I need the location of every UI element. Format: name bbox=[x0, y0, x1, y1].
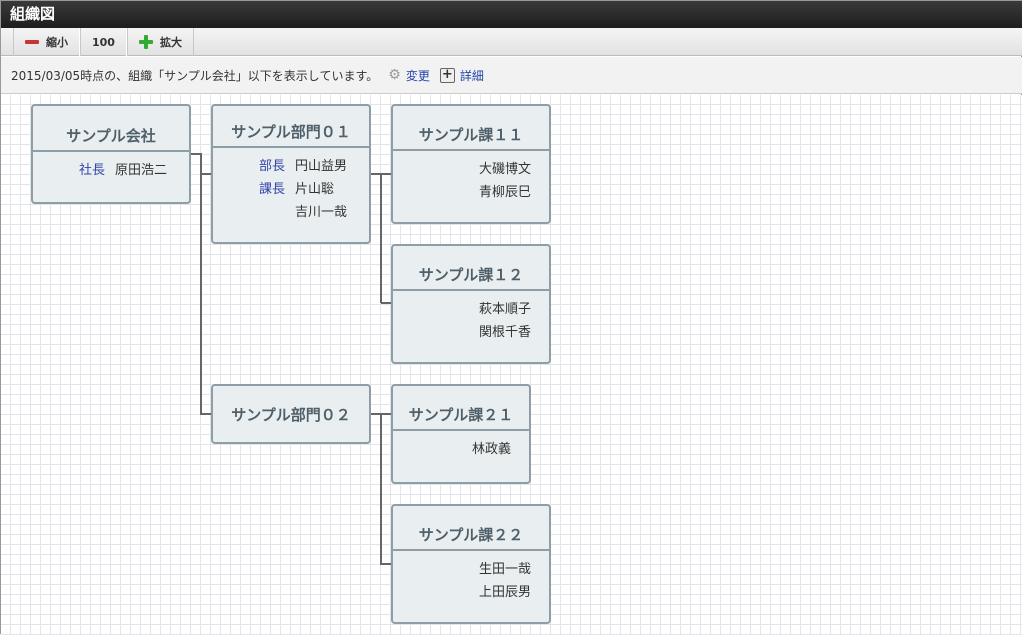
org-node-title: サンプル課２１ bbox=[393, 386, 529, 431]
org-node[interactable]: サンプル課１１ 大磯博文青柳辰巳 bbox=[391, 104, 551, 224]
connector-line bbox=[371, 173, 381, 175]
connector-line bbox=[371, 413, 381, 415]
member-row: 課長片山聡 bbox=[213, 178, 369, 201]
info-text: 2015/03/05時点の、組織「サンプル会社」以下を表示しています。 bbox=[11, 68, 379, 83]
zoom-in-label: 拡大 bbox=[159, 36, 182, 49]
member-name: 関根千香 bbox=[478, 325, 531, 340]
window-title: 組織図 bbox=[1, 1, 1022, 28]
member-row: 部長円山益男 bbox=[213, 155, 369, 178]
member-row: 大磯博文 bbox=[393, 158, 549, 181]
connector-line bbox=[381, 413, 391, 415]
connector-line bbox=[191, 153, 201, 155]
zoom-out-button[interactable]: 縮小 bbox=[13, 28, 80, 56]
connector-line bbox=[381, 563, 391, 565]
member-title: 部長 bbox=[258, 159, 285, 174]
connector-line bbox=[381, 302, 391, 304]
org-node[interactable]: サンプル会社社長原田浩二 bbox=[31, 104, 191, 204]
member-row: 萩本順子 bbox=[393, 298, 549, 321]
member-name: 円山益男 bbox=[295, 159, 348, 174]
detail-link[interactable]: 詳細 bbox=[459, 68, 484, 83]
info-bar: 2015/03/05時点の、組織「サンプル会社」以下を表示しています。 ⚙ 変更… bbox=[1, 57, 1022, 94]
zoom-level[interactable]: 100 bbox=[80, 28, 127, 56]
plus-icon bbox=[138, 35, 153, 49]
member-row: 上田辰男 bbox=[393, 581, 549, 604]
expand-icon[interactable]: + bbox=[439, 67, 455, 83]
toolbar: 縮小 100 拡大 bbox=[1, 28, 1022, 56]
org-node[interactable]: サンプル課２２ 生田一哉上田辰男 bbox=[391, 504, 551, 624]
zoom-in-button[interactable]: 拡大 bbox=[126, 28, 194, 56]
member-row: 生田一哉 bbox=[393, 558, 549, 581]
org-node[interactable]: サンプル課２１ 林政義 bbox=[391, 384, 531, 484]
member-name: 原田浩二 bbox=[115, 163, 168, 178]
org-node-title: サンプル部門０２ bbox=[231, 405, 351, 424]
org-node[interactable]: サンプル課１２ 萩本順子関根千香 bbox=[391, 244, 551, 364]
member-name: 生田一哉 bbox=[478, 562, 531, 577]
minus-icon bbox=[25, 40, 39, 44]
org-node-title: サンプル部門０１ bbox=[213, 106, 369, 148]
member-row: 吉川一哉 bbox=[213, 201, 369, 224]
org-node-title: サンプル課２２ bbox=[393, 506, 549, 551]
connector-line bbox=[381, 173, 391, 175]
member-name: 吉川一哉 bbox=[295, 205, 348, 220]
member-name: 林政義 bbox=[471, 442, 511, 457]
org-node-title: サンプル課１１ bbox=[393, 106, 549, 151]
change-link[interactable]: 変更 bbox=[405, 68, 430, 83]
org-node-title: サンプル会社 bbox=[33, 106, 189, 152]
org-node[interactable]: サンプル部門０２ bbox=[211, 384, 371, 444]
member-name: 片山聡 bbox=[295, 182, 335, 197]
zoom-out-label: 縮小 bbox=[46, 36, 68, 49]
member-name: 上田辰男 bbox=[478, 585, 531, 600]
member-title: 課長 bbox=[258, 182, 285, 197]
member-row: 関根千香 bbox=[393, 321, 549, 344]
connector-line bbox=[201, 173, 211, 175]
gear-icon[interactable]: ⚙ bbox=[388, 67, 401, 83]
org-node-title: サンプル課１２ bbox=[393, 246, 549, 291]
member-row: 林政義 bbox=[393, 438, 529, 461]
connector-line bbox=[200, 153, 202, 415]
member-name: 大磯博文 bbox=[478, 162, 531, 177]
member-name: 萩本順子 bbox=[478, 302, 531, 317]
member-row: 社長原田浩二 bbox=[33, 159, 189, 182]
member-title: 社長 bbox=[78, 163, 105, 178]
member-row: 青柳辰巳 bbox=[393, 181, 549, 204]
member-name: 青柳辰巳 bbox=[478, 185, 531, 200]
connector-line bbox=[201, 413, 211, 415]
connector-line bbox=[380, 173, 382, 303]
connector-line bbox=[380, 413, 382, 565]
